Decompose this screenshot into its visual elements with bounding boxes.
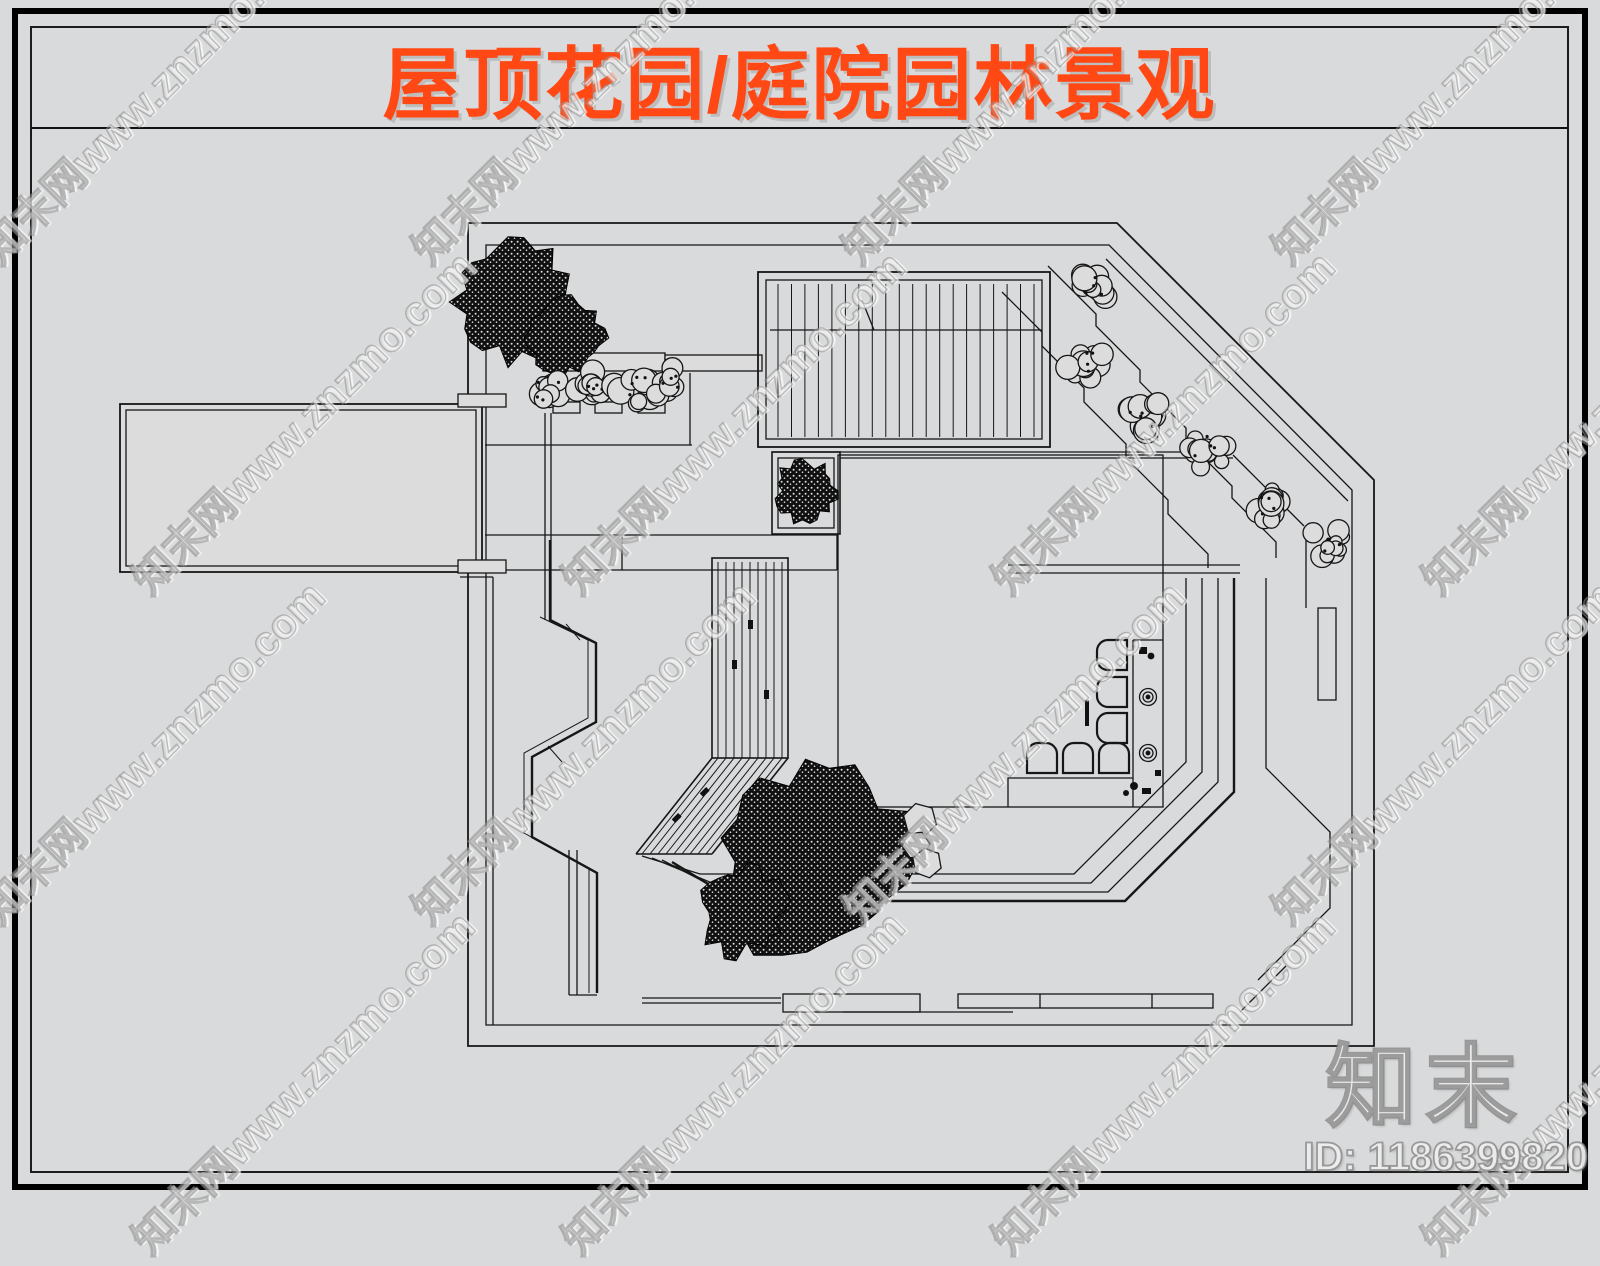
outer-ring <box>1257 578 1331 981</box>
title-bar: 屋顶花园/庭院园林景观 <box>31 28 1568 129</box>
chairs <box>1025 638 1131 775</box>
fixture-circle <box>1138 743 1158 763</box>
tree-canopy-topleft <box>448 236 610 383</box>
ring-top-edge <box>1008 564 1240 574</box>
counter-strip <box>1085 639 1163 807</box>
central-plaza <box>772 451 1305 808</box>
zigzag-wall <box>523 540 599 996</box>
pergola-slats <box>777 284 1035 437</box>
diagonal-shrub-row <box>1055 263 1351 569</box>
pergola <box>757 271 1051 448</box>
site-plan-drawing <box>119 222 1375 1047</box>
plank-gaps <box>671 620 769 823</box>
plan-boundary <box>467 222 1375 1047</box>
bottom-benches <box>642 993 1214 1013</box>
fixture-circle <box>1138 687 1158 707</box>
building-footprint <box>119 393 507 574</box>
wall-pier <box>457 559 507 574</box>
page-title: 屋顶花园/庭院园林景观 <box>382 39 1217 129</box>
stepping-stones <box>901 802 942 879</box>
wall-pier <box>457 393 507 408</box>
plaza-step <box>1007 777 1133 807</box>
tree-canopy-bottom <box>700 758 919 962</box>
counter-equipment <box>1085 647 1161 796</box>
edge-bench <box>1317 607 1337 701</box>
dark-shrub <box>774 458 839 525</box>
title-divider <box>31 127 1568 129</box>
boundary-parallel-diagonal <box>1105 258 1349 502</box>
plaza-top-edge <box>772 451 1233 459</box>
planter-shrub-row <box>528 357 685 413</box>
corridor-path <box>460 413 838 1025</box>
